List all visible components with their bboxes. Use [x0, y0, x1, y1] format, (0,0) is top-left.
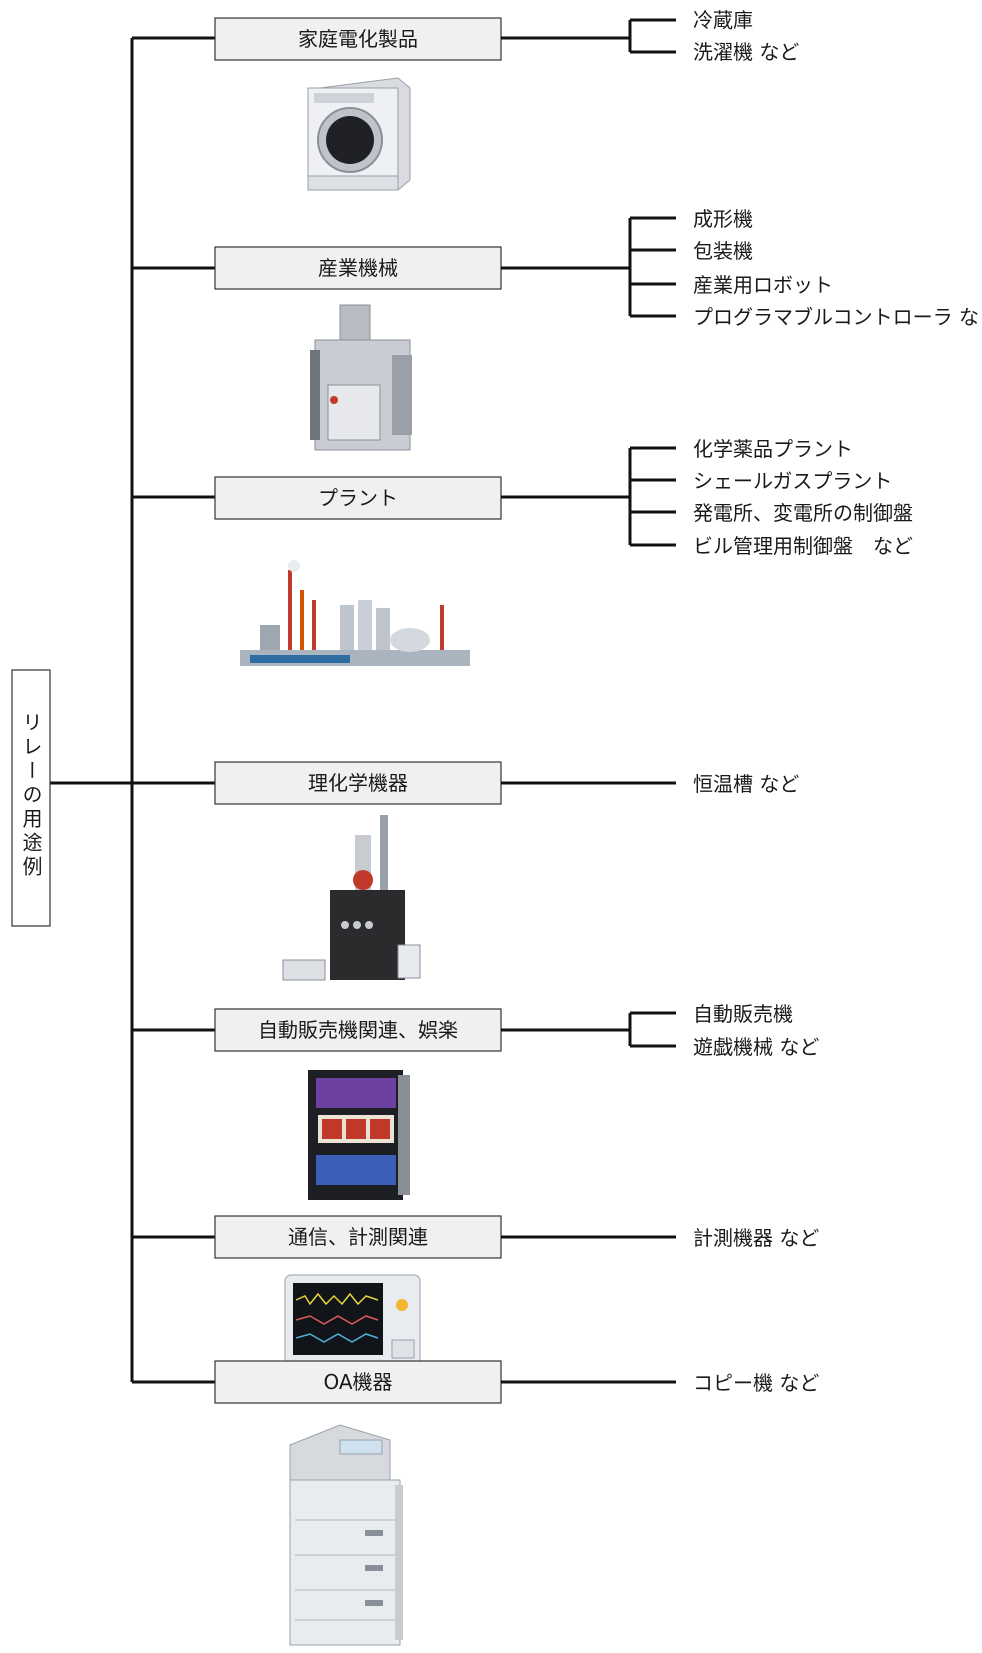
example-label: 包装機 — [693, 239, 753, 263]
category-box — [214, 476, 502, 520]
example-label: 産業用ロボット — [693, 273, 833, 297]
example-label: ビル管理用制御盤 など — [693, 534, 913, 558]
industrial-plant-illustration — [240, 560, 470, 666]
category-label: 産業機械 — [318, 256, 398, 280]
root-node: リレーの用途例 — [11, 669, 51, 927]
industrial-press-illustration — [310, 304, 412, 451]
category-home-appliances: 家庭電化製品 冷蔵庫 洗濯機 など — [132, 8, 799, 191]
category-box — [214, 1008, 502, 1052]
example-label: 自動販売機 — [693, 1002, 793, 1026]
category-box — [214, 1215, 502, 1259]
category-label: プラント — [318, 486, 398, 510]
main-trunk-lines — [50, 38, 215, 1382]
category-label: 理化学機器 — [308, 771, 408, 795]
category-box — [214, 246, 502, 290]
example-label: コピー機 など — [693, 1371, 819, 1395]
copier-illustration — [289, 1424, 403, 1646]
category-communication-measurement: 通信、計測関連 計測機器 など — [132, 1215, 819, 1371]
example-label: 成形機 — [693, 207, 753, 231]
washing-machine-illustration — [307, 77, 411, 191]
category-box — [214, 1360, 502, 1404]
category-label: 通信、計測関連 — [288, 1225, 428, 1249]
category-lab-equipment: 理化学機器 恒温槽 など — [214, 761, 799, 981]
example-label: 発電所、変電所の制御盤 — [693, 501, 913, 525]
lab-instrument-illustration — [282, 815, 421, 981]
patient-monitor-illustration — [284, 1274, 421, 1371]
category-box — [214, 17, 502, 61]
category-label: 自動販売機関連、娯楽 — [258, 1018, 458, 1042]
example-label: シェールガスプラント — [693, 469, 892, 493]
root-label: リレーの用途例 — [19, 712, 43, 880]
example-label: 化学薬品プラント — [693, 437, 853, 461]
example-label: 洗濯機 など — [693, 40, 799, 64]
category-vending-amusement: 自動販売機関連、娯楽 自動販売機 遊戯機械 など — [132, 1002, 819, 1200]
slot-machine-illustration — [308, 1070, 410, 1200]
example-label: 遊戯機械 など — [693, 1035, 819, 1059]
category-plant: プラント 化学薬品プラント シェールガスプラント 発電所、変電所の制御盤 ビル管… — [132, 437, 913, 666]
category-label: 家庭電化製品 — [298, 27, 418, 51]
example-label: 恒温槽 など — [693, 772, 799, 796]
example-label: 計測機器 など — [693, 1226, 819, 1250]
category-office-automation: OA機器 コピー機 など — [132, 1360, 819, 1646]
category-box — [214, 761, 502, 805]
category-industrial-machinery: 産業機械 成形機 包装機 産業用ロボット プログラマブルコントローラ など — [132, 207, 982, 451]
example-label: プログラマブルコントローラ など — [693, 305, 982, 329]
category-label: OA機器 — [323, 1370, 392, 1394]
example-label: 冷蔵庫 — [693, 8, 753, 32]
